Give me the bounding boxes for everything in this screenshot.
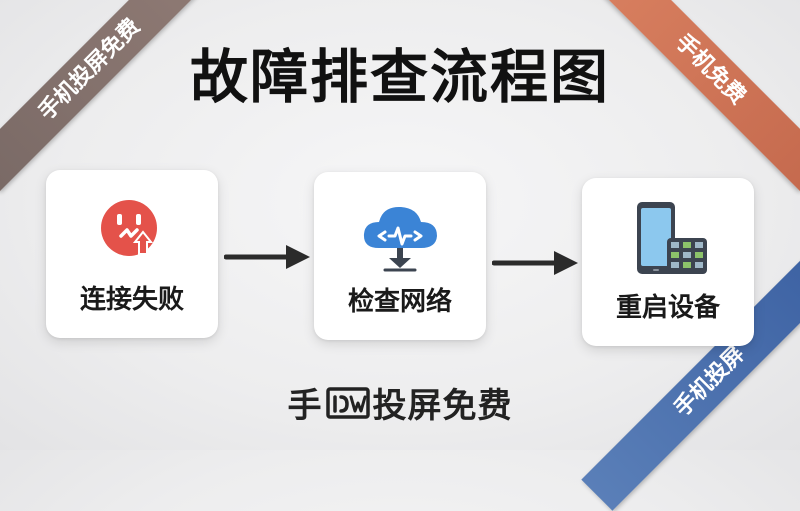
arrow-right-icon [491, 248, 582, 278]
step-card-connection-failed: 连接失败 [46, 170, 218, 338]
phone-tablet-icon [623, 200, 713, 280]
page-title: 故障排查流程图 [189, 43, 610, 111]
arrow-right-icon [223, 242, 314, 272]
broken-plug-icon [87, 192, 177, 272]
footer-text-right: 投屏免费 [372, 386, 513, 426]
step-label: 检查网络 [347, 287, 452, 317]
footer-watermark: 手 投屏免费 [0, 378, 800, 427]
footer-text-left: 手 [287, 386, 323, 426]
step-card-check-network: 检查网络 [314, 172, 486, 340]
step-label: 连接失败 [79, 285, 184, 315]
cloud-network-icon [355, 194, 445, 274]
cast-screen-logo-icon [325, 385, 371, 421]
step-label: 重启设备 [615, 293, 720, 323]
step-card-restart-device: 重启设备 [582, 178, 754, 346]
